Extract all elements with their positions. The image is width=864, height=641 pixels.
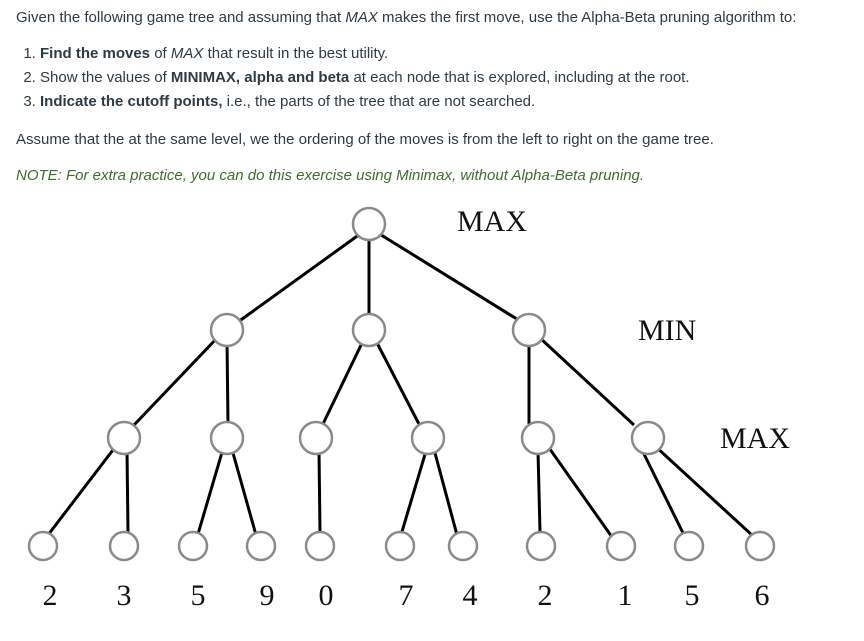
leaf-value: 5 — [685, 579, 700, 612]
edge-max-4-to-leaf-6 — [399, 450, 428, 536]
leaf-value: 5 — [191, 579, 206, 612]
intro-text-a: Given the following game tree and assumi… — [16, 9, 346, 26]
level-label-min: MIN — [638, 314, 696, 347]
instruction-2-text-a: Show the values of — [40, 69, 171, 86]
max-node — [410, 420, 446, 456]
leaf-node — [525, 530, 557, 562]
edge-max-2-to-leaf-4 — [231, 452, 258, 536]
intro-paragraph: Given the following game tree and assumi… — [16, 8, 796, 28]
leaf-node — [108, 530, 140, 562]
min-node — [511, 312, 547, 348]
edge-min-1-to-max-1 — [132, 335, 220, 427]
leaf-value: 2 — [43, 579, 58, 612]
instruction-list: Find the moves of MAX that result in the… — [16, 44, 690, 116]
instruction-1-max-term: MAX — [170, 45, 204, 62]
leaf-value: 7 — [399, 579, 414, 612]
leaf-node — [673, 530, 705, 562]
leaf-node — [384, 530, 416, 562]
max-node — [630, 420, 666, 456]
instruction-2-bold: MINIMAX, alpha and beta — [170, 69, 350, 86]
leaf-node — [744, 530, 776, 562]
leaf-node — [605, 530, 637, 562]
leaf-values: 2 3 5 9 0 7 4 2 1 5 6 — [43, 579, 770, 612]
leaf-value: 0 — [319, 579, 334, 612]
leaf-node — [447, 530, 479, 562]
edge-max-4-to-leaf-7 — [433, 452, 459, 536]
instruction-3-text-a: i.e., the parts of the tree that are not… — [222, 93, 536, 110]
edge-min-1-to-max-2 — [225, 340, 230, 425]
edge-max-5-to-leaf-8 — [536, 450, 542, 533]
leaf-node — [245, 530, 277, 562]
edge-max-2-to-leaf-3 — [196, 448, 225, 535]
edge-max-1-to-leaf-1 — [46, 445, 118, 536]
instruction-item-3: Indicate the cutoff points, i.e., the pa… — [40, 92, 690, 116]
instruction-1-text-b: that result in the best utility. — [203, 45, 389, 62]
edge-min-2-to-max-4 — [374, 340, 422, 427]
leaf-node — [304, 530, 336, 562]
leaf-node — [27, 530, 59, 562]
tree-nodes — [27, 206, 776, 562]
leaf-value: 9 — [260, 579, 275, 612]
tree-edges — [46, 231, 755, 538]
instruction-2-text-b: at each node that is explored, including… — [349, 69, 690, 86]
practice-note: NOTE: For extra practice, you can do thi… — [16, 167, 645, 184]
edge-max-1-to-leaf-2 — [125, 450, 130, 533]
max-node — [106, 420, 142, 456]
level-label-max: MAX — [720, 422, 790, 455]
root-max-node — [351, 206, 387, 242]
max-node — [209, 420, 245, 456]
edge-max-5-to-leaf-9 — [545, 444, 614, 538]
edge-min-3-to-max-6 — [538, 336, 636, 427]
leaf-value: 4 — [463, 579, 478, 612]
instruction-item-2: Show the values of MINIMAX, alpha and be… — [40, 68, 690, 92]
max-node — [520, 420, 556, 456]
edge-max-6-to-leaf-10 — [641, 451, 686, 536]
leaf-value: 6 — [755, 579, 770, 612]
edge-root-to-min-1 — [237, 232, 361, 324]
instruction-3-bold: Indicate the cutoff points, — [40, 93, 223, 110]
assumption-text: Assume that the at the same level, we th… — [16, 131, 714, 148]
level-labels: MAX MIN MAX — [457, 205, 790, 455]
edge-max-3-to-leaf-5 — [317, 450, 322, 533]
level-label-max-root: MAX — [457, 205, 527, 238]
instruction-1-text-a: of — [150, 45, 171, 62]
leaf-value: 2 — [538, 579, 553, 612]
leaf-value: 3 — [117, 579, 132, 612]
leaf-node — [177, 530, 209, 562]
instruction-1-bold: Find the moves — [40, 45, 151, 62]
edge-max-6-to-leaf-11 — [653, 444, 755, 538]
edge-min-2-to-max-3 — [320, 340, 365, 427]
edge-root-to-min-3 — [377, 231, 521, 323]
min-node — [209, 312, 245, 348]
instruction-item-1: Find the moves of MAX that result in the… — [40, 44, 690, 68]
leaf-value: 1 — [618, 579, 633, 612]
intro-max-term: MAX — [345, 9, 378, 26]
min-node — [351, 312, 387, 348]
max-node — [298, 420, 334, 456]
intro-text-b: makes the first move, use the Alpha-Beta… — [377, 9, 797, 26]
